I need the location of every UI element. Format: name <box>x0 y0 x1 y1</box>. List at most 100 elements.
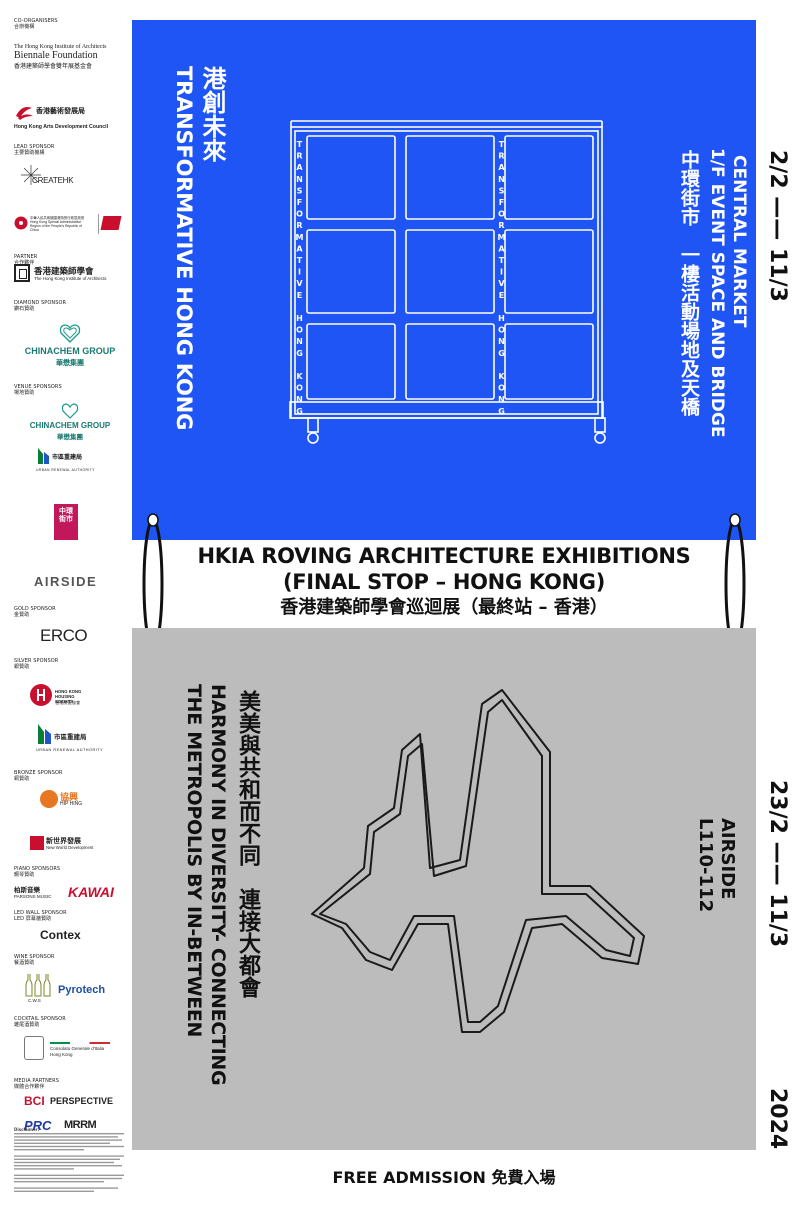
biennale-text: Biennale Foundation <box>14 50 98 61</box>
bci-text: BCI <box>24 1094 45 1108</box>
disclaimer-title: Disclaimer: <box>14 1127 40 1132</box>
bronze-sponsor-label: BRONZE SPONSOR 銅贊助 <box>14 770 63 782</box>
piano-sponsors-label: PIANO SPONSORS 鋼琴贊助 <box>14 866 60 878</box>
ura-zh: 市區重建局 <box>54 734 87 741</box>
chinachem-zh: 華懋集團 <box>56 360 84 367</box>
biennale-foundation-logo: The Hong Kong Institute of Architects Bi… <box>14 44 106 70</box>
perspective-text: PERSPECTIVE <box>50 1096 114 1106</box>
chinachem-heart-icon <box>61 403 79 419</box>
label-en: PARTNER <box>14 254 38 260</box>
hkhs-emblem-icon <box>30 684 52 706</box>
label-zh: 雞尾酒贊助 <box>14 1022 40 1028</box>
venue-sponsors-label: VENUE SPONSORS 場地贊助 <box>14 384 62 396</box>
label-zh: 銀贊助 <box>14 664 30 670</box>
silver-sponsor-label: SILVER SPONSOR 銀贊助 <box>14 658 58 670</box>
pyrotech-text: Pyrotech <box>58 984 106 996</box>
disclaimer: Disclaimer: <box>14 1127 126 1197</box>
ura-en: URBAN RENEWAL AUTHORITY <box>36 748 104 752</box>
venue-zh: 中環街市 一樓活動場地及天橋 <box>678 150 700 416</box>
wine-bottles-icon <box>25 974 51 997</box>
central-market-logo: 中環街市 <box>54 504 78 540</box>
central-market-panel: 港創未來 TRANSFORMATIVE HONG KONG CENTRAL MA… <box>132 20 756 540</box>
diamond-sponsor-label: DIAMOND SPONSOR 鑽石贊助 <box>14 300 66 312</box>
transformative-title-en: TRANSFORMATIVE HONG KONG <box>172 66 196 431</box>
central-market-text: 中環街市 <box>59 508 73 523</box>
airside-panel: 美美與共和而不同 連接大都會 HARMONY IN DIVERSITY- CON… <box>132 628 756 1150</box>
harmony-title-en2: THE METROPOLIS BY IN-BETWEEN <box>183 684 205 1038</box>
mrrm-logo: MRRM <box>64 1119 97 1131</box>
hkhs-text: HONG KONG HOUSING SOCIETY <box>55 689 82 704</box>
label-zh: 鑽石贊助 <box>14 306 35 312</box>
co-organisers-label: CO-ORGANISERS 合辦機構 <box>14 18 58 30</box>
hkadc-zh: 香港藝術發展局 <box>36 108 85 115</box>
hiphing-emblem-icon <box>40 790 58 808</box>
label-en: DIAMOND SPONSOR <box>14 300 67 306</box>
chinachem-heart-icon <box>59 324 81 343</box>
hkia-emblem-icon <box>14 264 30 282</box>
ura-en: URBAN RENEWAL AUTHORITY <box>36 468 95 472</box>
biennale-zh-text: 香港建築師學會雙年展基金會 <box>14 64 93 70</box>
italy-text: Consolato Generale d'Italia Hong Kong <box>50 1046 105 1057</box>
prc-logo: PRC <box>24 1118 51 1133</box>
parsons-logo: 柏斯音樂 PARSONS MUSIC <box>14 884 51 899</box>
airside-dates: 23/2 —— 11/3 <box>765 780 790 948</box>
label-en: BRONZE SPONSOR <box>14 770 63 776</box>
hkadc-emblem-icon <box>16 107 33 120</box>
perspective-logo: PERSPECTIVE <box>50 1096 113 1106</box>
erco-text: ERCO <box>40 626 88 645</box>
parsons-text: PARSONS MUSIC <box>14 894 52 899</box>
createhk-text: CREATEHK <box>32 176 74 185</box>
pyrotech-logo: Pyrotech <box>58 984 105 996</box>
createhk-mark-icon <box>100 216 122 230</box>
frame-label-right: TRANSFORMATIVE HONG KONG <box>497 140 506 419</box>
harmony-title-en1: HARMONY IN DIVERSITY- CONNECTING <box>207 684 229 1086</box>
disclaimer-fine-print <box>14 1133 124 1193</box>
venue-event-space: 1/F EVENT SPACE AND BRIDGE <box>707 148 727 438</box>
exhibition-title-zh: 香港建築師學會巡迴展（最終站 – 香港） <box>280 597 608 618</box>
label-zh: 合作夥伴 <box>14 260 35 266</box>
partner-label: PARTNER 合作夥伴 <box>14 254 37 266</box>
label-en: SILVER SPONSOR <box>14 658 59 664</box>
hiphing-text: HIP HING <box>60 801 83 807</box>
free-admission: FREE ADMISSION 免費入場 <box>332 1168 556 1187</box>
venue-level: L110-112 <box>695 818 716 913</box>
label-en: WINE SPONSOR <box>14 954 55 960</box>
nwd-text: New World Development <box>46 845 94 850</box>
hkia-text: The Hong Kong Institute of Architects <box>14 44 107 50</box>
chinachem-text: CHINACHEM GROUP <box>24 346 116 356</box>
dates-column: 2/2 —— 11/3 23/2 —— 11/3 2024 <box>756 0 800 1222</box>
label-en: PIANO SPONSORS <box>14 866 61 872</box>
wine-sponsor-label: WINE SPONSOR 餐酒贊助 <box>14 954 55 966</box>
prc-text: PRC <box>24 1118 52 1133</box>
hkadc-en: Hong Kong Arts Development Council <box>14 124 109 130</box>
label-en: MEDIA PARTNERS <box>14 1078 60 1084</box>
hkhs-zh: 香港房屋協會 <box>55 700 81 705</box>
media-partners-label: MEDIA PARTNERS 媒體合作夥伴 <box>14 1078 59 1090</box>
chinachem-zh: 華懋集團 <box>57 434 83 441</box>
frame-label-left: TRANSFORMATIVE HONG KONG <box>295 140 304 419</box>
exhibition-title-band: HKIA ROVING ARCHITECTURE EXHIBITIONS (FI… <box>132 540 756 628</box>
label-en: LEAD SPONSOR <box>14 144 55 150</box>
airside-logo: AIRSIDE <box>34 574 97 589</box>
exhibition-title-line2: (FINAL STOP – HONG KONG) <box>282 570 606 594</box>
ura-emblem-icon <box>38 724 51 744</box>
italy-emblem-icon <box>24 1036 44 1060</box>
cws-text: C.W.S <box>28 998 41 1003</box>
contex-text: Contex <box>40 928 81 942</box>
loop-path-drawing <box>311 689 645 1033</box>
hiphing-zh: 協興 <box>60 792 79 802</box>
label-zh: 金贊助 <box>14 612 30 618</box>
label-en: LED WALL SPONSOR <box>14 910 67 916</box>
kawai-text: KAWAI <box>68 884 114 900</box>
createhk-burst-icon <box>21 165 41 185</box>
bauhinia-icon <box>14 216 28 230</box>
label-zh: 媒體合作夥伴 <box>14 1084 45 1090</box>
year: 2024 <box>765 1088 790 1150</box>
led-wall-sponsor-label: LED WALL SPONSOR LED 屏幕牆贊助 <box>14 910 67 922</box>
venue-central-market: CENTRAL MARKET <box>729 155 749 328</box>
nwd-zh: 新世界發展 <box>46 838 81 845</box>
contex-logo: Contex <box>40 928 81 942</box>
italy-flag-bar <box>50 1042 110 1044</box>
parsons-zh: 柏斯音樂 <box>14 887 40 894</box>
label-zh: LED 屏幕牆贊助 <box>14 916 52 922</box>
